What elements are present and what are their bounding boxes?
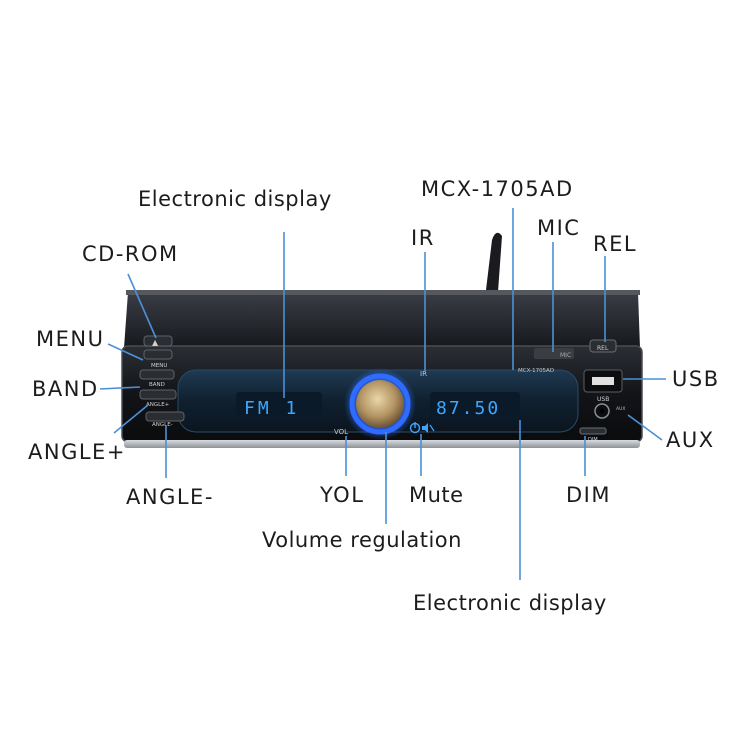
callout-ir: IR (411, 226, 435, 250)
volume-knob[interactable] (356, 380, 404, 428)
callout-aux: AUX (666, 428, 715, 452)
callout-angle-plus: ANGLE+ (28, 440, 126, 464)
angle-plus-button-label: ANGLE+ (146, 402, 170, 408)
mic-panel-label: MIC (560, 352, 571, 359)
leader-lines (99, 208, 666, 580)
callout-electronic-display-top: Electronic display (138, 187, 332, 211)
callout-rel: REL (593, 232, 638, 256)
angle-minus-button[interactable] (145, 411, 185, 422)
callout-volume-regulation: Volume regulation (262, 528, 462, 552)
band-button-label: BAND (149, 382, 165, 388)
band-button[interactable] (139, 369, 175, 380)
leader-aux (627, 414, 663, 441)
callout-dim: DIM (566, 483, 611, 507)
aux-panel-label: AUX (616, 406, 625, 412)
vol-panel-label: VOL (334, 428, 348, 436)
mic-port (534, 348, 574, 359)
callout-yol: YOL (320, 483, 365, 507)
leader-angle-plus (113, 404, 149, 434)
callout-menu: MENU (36, 327, 105, 351)
eject-symbol: ▲ (152, 338, 159, 347)
rel-panel-label: REL (597, 345, 609, 352)
lcd-left (236, 392, 322, 420)
usb-panel-label: USB (597, 396, 609, 403)
usb-port-inner (592, 377, 614, 385)
angle-minus-button-label: ANGLE- (152, 422, 173, 428)
callout-cd-rom: CD-ROM (82, 242, 179, 266)
lcd-left-text: FM 1 (244, 398, 299, 419)
antenna-icon (486, 232, 502, 292)
panel-bottom-trim (124, 440, 640, 448)
menu-button-label: MENU (151, 363, 167, 369)
callout-angle-minus: ANGLE- (126, 485, 214, 509)
callout-electronic-display-bottom: Electronic display (413, 591, 607, 615)
power-icon[interactable] (409, 422, 421, 434)
leader-menu (107, 343, 144, 361)
angle-plus-button[interactable] (139, 389, 177, 400)
callout-model: MCX-1705AD (421, 177, 574, 201)
leader-cd-rom (127, 273, 157, 339)
ir-panel-label: IR (420, 370, 427, 378)
lcd-right-text: 87.50 (436, 398, 500, 419)
callout-usb: USB (672, 367, 720, 391)
eject-button[interactable] (143, 335, 173, 347)
callout-band: BAND (32, 377, 99, 401)
callout-mic: MIC (537, 216, 581, 240)
rel-button[interactable] (589, 339, 617, 353)
aux-jack-center (599, 408, 605, 414)
dim-panel-label: DIM (588, 437, 598, 443)
top-flap-edge (126, 290, 640, 295)
menu-button[interactable] (143, 349, 173, 360)
knob-ring (349, 373, 411, 435)
model-panel-label: MCX-1705AD (518, 368, 554, 374)
leader-band (99, 386, 141, 390)
mute-icon[interactable] (422, 423, 435, 433)
top-flap (124, 292, 640, 348)
lcd-right (430, 392, 520, 420)
dim-button[interactable] (579, 427, 607, 435)
callout-mute: Mute (409, 483, 464, 507)
